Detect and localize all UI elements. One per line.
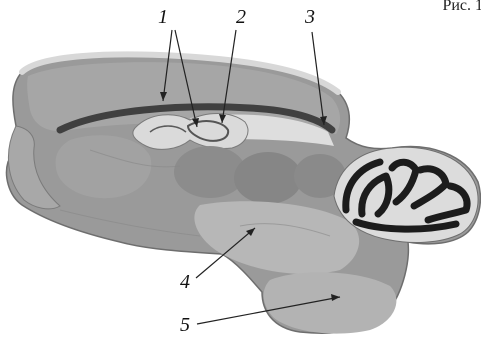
midbrain [234,152,302,204]
label-2: 2 [236,7,246,27]
figure-caption: Рис. 1 [442,0,481,15]
label-5: 5 [180,315,190,335]
label-1: 1 [158,7,168,27]
label-3: 3 [305,7,315,27]
label-4: 4 [180,272,190,292]
